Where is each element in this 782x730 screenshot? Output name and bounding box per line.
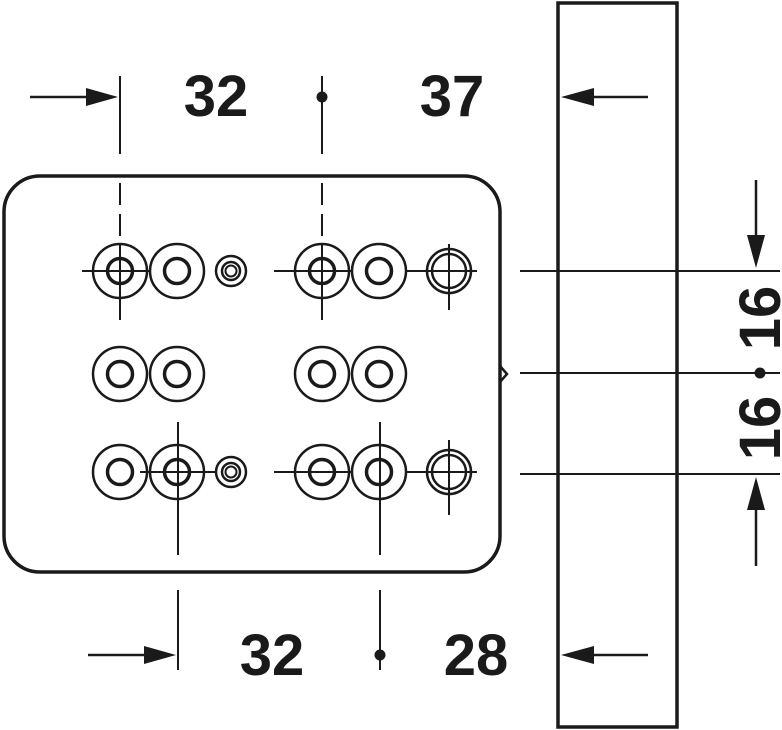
dimension-top-right: 37 bbox=[420, 64, 485, 129]
screw-hole bbox=[91, 443, 149, 501]
top-extension-lines bbox=[119, 76, 323, 154]
dimension-right-lower: 16 bbox=[728, 396, 782, 461]
screw-hole bbox=[91, 345, 149, 403]
screw-hole bbox=[350, 345, 408, 403]
side-mounting-bar bbox=[556, 1, 679, 729]
pin-hole bbox=[214, 254, 248, 288]
screw-hole bbox=[350, 242, 408, 300]
right-extension-lines bbox=[520, 270, 780, 475]
right-dimension-marks bbox=[747, 180, 766, 566]
top-dimension-marks bbox=[30, 88, 648, 106]
dimension-right-upper: 16 bbox=[728, 286, 782, 351]
plate-edge-notch bbox=[499, 365, 509, 383]
pin-hole bbox=[214, 455, 248, 489]
center-lines bbox=[82, 183, 477, 555]
dimension-bottom-right: 28 bbox=[444, 623, 509, 688]
dimension-bottom-left: 32 bbox=[240, 623, 305, 688]
screw-hole bbox=[148, 345, 206, 403]
screw-hole bbox=[293, 345, 351, 403]
bottom-dimension-marks bbox=[88, 646, 648, 664]
screw-hole bbox=[148, 242, 206, 300]
hole-pattern bbox=[91, 242, 473, 501]
dimension-top-left: 32 bbox=[184, 64, 249, 129]
mounting-plate bbox=[2, 174, 502, 574]
